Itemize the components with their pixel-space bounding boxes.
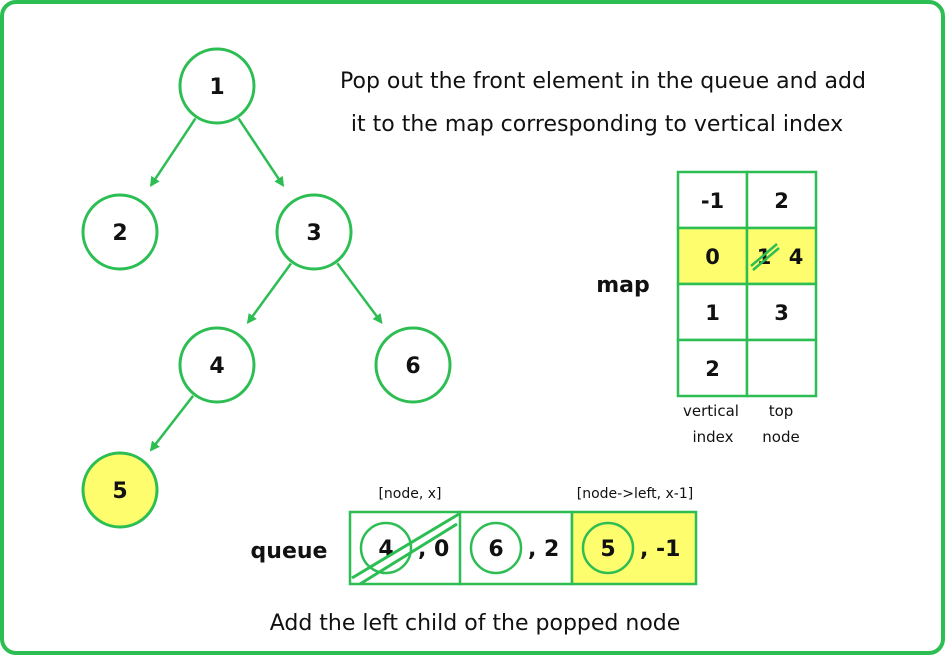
- queue-label-left: [node, x]: [378, 486, 441, 502]
- queue-x-value: , 2: [528, 537, 559, 562]
- map-index-value: 2: [705, 357, 720, 381]
- map-title: map: [596, 273, 650, 298]
- map-node-value: 3: [774, 301, 789, 325]
- tree-node-2: [81, 193, 159, 271]
- caption-top-line-1: Pop out the front element in the queue a…: [340, 69, 866, 94]
- map-cell-node-1: [745, 226, 818, 286]
- tree-edge-3-6: [336, 262, 383, 325]
- tree-node-1: [178, 47, 256, 125]
- queue-node-circle: [581, 521, 635, 575]
- map-index-value: -1: [701, 189, 724, 213]
- tree-node-5: [81, 451, 159, 529]
- map-col-label-node-2: node: [762, 428, 799, 446]
- queue-x-value: , -1: [640, 537, 680, 562]
- caption-bottom: Add the left child of the popped node: [270, 611, 681, 636]
- map-index-value: 0: [705, 245, 720, 269]
- queue-x-value: , 0: [418, 537, 449, 562]
- tree-node-6: [374, 326, 452, 404]
- tree-edge-3-4: [246, 262, 293, 325]
- queue-node-value: 6: [488, 537, 503, 562]
- strike-line: [750, 243, 778, 267]
- tree-node-label-6: 6: [405, 354, 420, 379]
- map-col-label-node-1: top: [769, 402, 794, 420]
- tree-node-4: [178, 326, 256, 404]
- tree-edge-4-5: [149, 395, 195, 452]
- map-cell-index-0: [676, 170, 749, 230]
- map-cell-index-3: [676, 338, 749, 398]
- strike-line: [752, 247, 780, 271]
- caption-top-line-2: it to the map corresponding to vertical …: [351, 112, 843, 137]
- map-node-value: 2: [774, 189, 789, 213]
- map-col-label-index-1: vertical: [683, 402, 739, 420]
- strike-line: [359, 522, 458, 586]
- map-col-label-index-2: index: [692, 428, 733, 446]
- tree-edges: [149, 117, 383, 452]
- map-index-value: 1: [705, 301, 720, 325]
- strike-line: [351, 512, 460, 580]
- tree-edge-1-3: [237, 117, 285, 187]
- tree-node-label-3: 3: [306, 221, 321, 246]
- tree-node-label-5: 5: [112, 479, 127, 504]
- tree-nodes: 1 2 3 4 6 5: [81, 47, 452, 529]
- tree-node-3: [275, 193, 353, 271]
- map-cell-index-1: [676, 226, 749, 286]
- tree-node-label-1: 1: [209, 75, 224, 100]
- queue-title: queue: [251, 539, 328, 564]
- tree-node-label-4: 4: [209, 354, 224, 379]
- map-cell-node-3: [745, 338, 818, 398]
- queue-node-value: 5: [600, 537, 615, 562]
- tree-node-label-2: 2: [112, 221, 127, 246]
- queue-label-right: [node->left, x-1]: [577, 486, 693, 502]
- tree-edge-1-2: [149, 117, 197, 187]
- queue-node-circle: [469, 521, 523, 575]
- map-node-value: 4: [789, 245, 804, 269]
